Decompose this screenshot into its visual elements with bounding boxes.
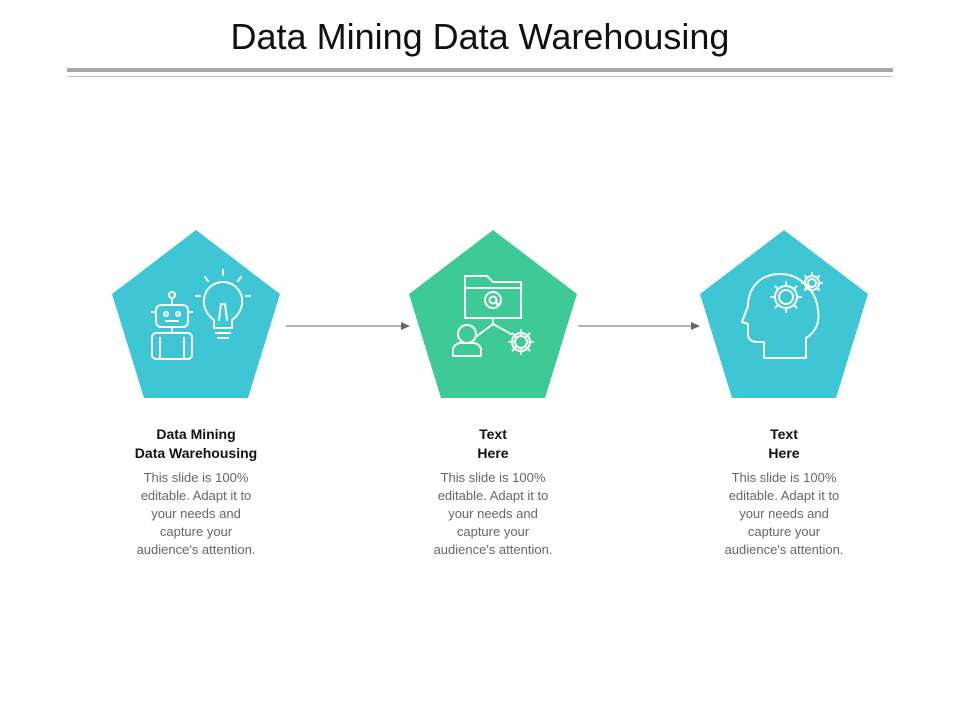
step-1-pentagon: [110, 230, 282, 400]
step-2-title: Text Here: [477, 426, 509, 461]
step-3-caption: Text Here This slide is 100% editable. A…: [684, 425, 884, 559]
step-1-caption: Data Mining Data Warehousing This slide …: [96, 425, 296, 559]
step-3-title: Text Here: [768, 426, 800, 461]
slide-title: Data Mining Data Warehousing: [230, 16, 730, 57]
pentagon-shape: [112, 230, 280, 398]
step-2-pentagon: [407, 230, 579, 400]
step-3-pentagon: [698, 230, 870, 400]
title-underline-thick: [67, 68, 893, 72]
arrow-connector-2: [578, 322, 700, 330]
step-1-body: This slide is 100% editable. Adapt it to…: [136, 470, 256, 557]
arrow-connector-1: [286, 322, 410, 330]
pentagon-shape: [700, 230, 868, 398]
step-3-body: This slide is 100% editable. Adapt it to…: [724, 470, 844, 557]
folder-user-gear-icon: [452, 275, 534, 357]
title-underline-thin: [67, 76, 893, 77]
step-2-body: This slide is 100% editable. Adapt it to…: [433, 470, 553, 557]
pentagon-shape: [409, 230, 577, 398]
step-1-title: Data Mining Data Warehousing: [134, 426, 258, 461]
step-2-caption: Text Here This slide is 100% editable. A…: [393, 425, 593, 559]
head-gears-icon: [741, 272, 823, 359]
robot-lightbulb-icon: [151, 269, 251, 360]
